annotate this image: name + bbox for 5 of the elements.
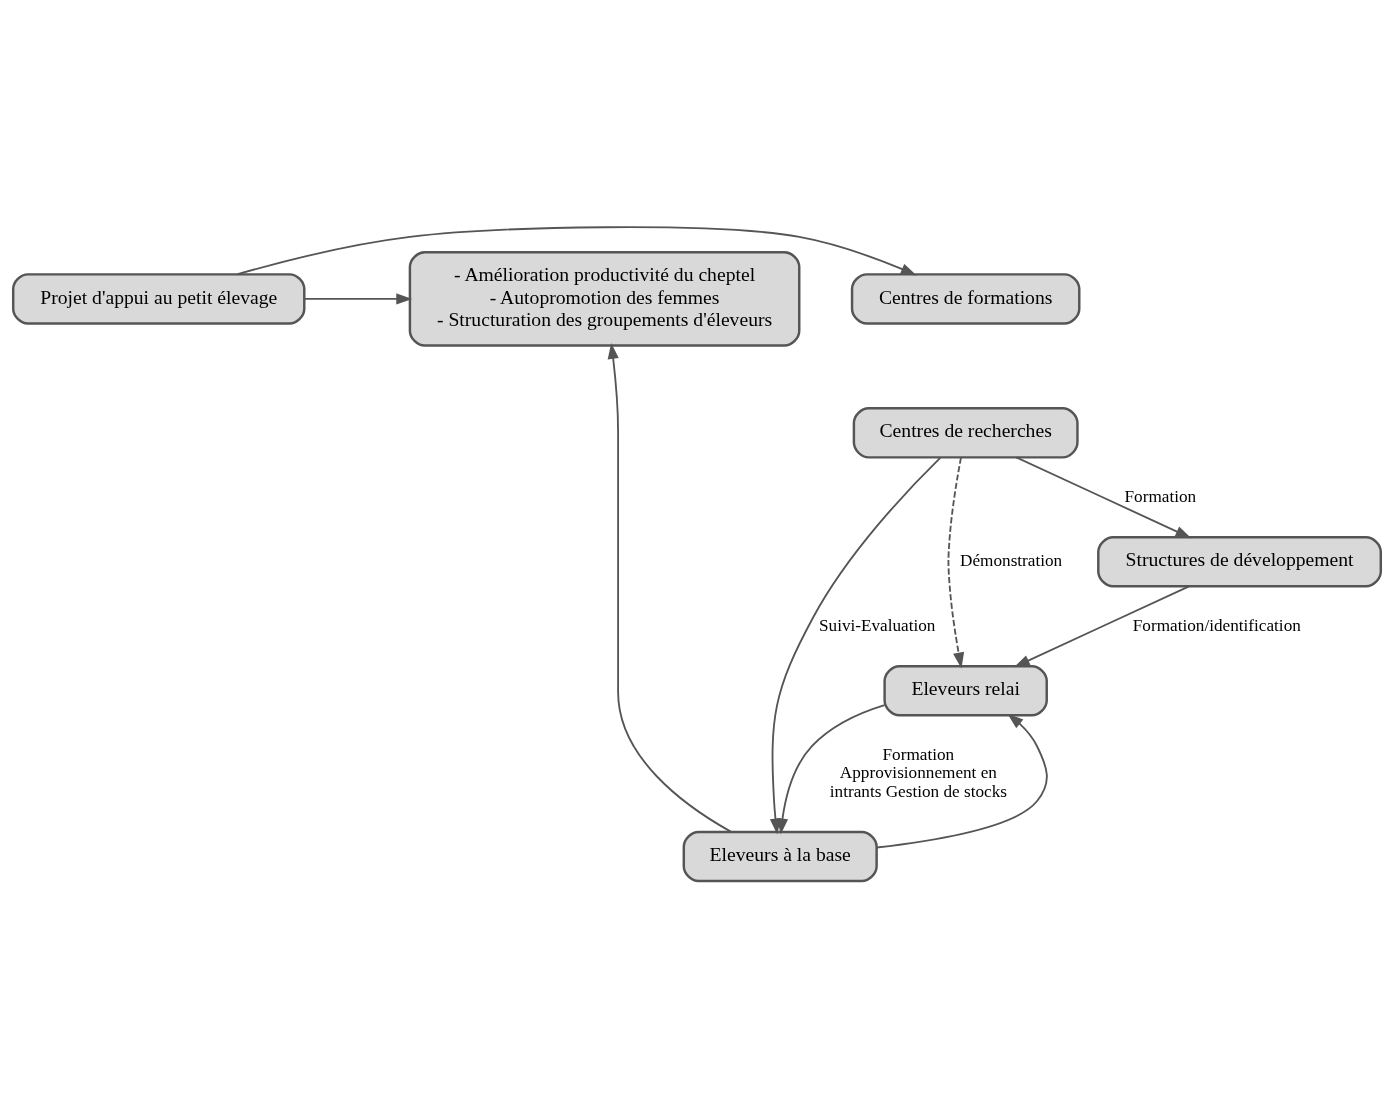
edge-label: Formation Approvisionnement en intrants Gestion de stocks <box>829 744 1007 801</box>
edge-label: Formation <box>1124 486 1197 506</box>
edge-label: Formation/identification <box>1132 615 1301 635</box>
edge-label: Suivi-Evaluation <box>819 615 936 635</box>
edge-label: Démonstration <box>960 551 1063 571</box>
